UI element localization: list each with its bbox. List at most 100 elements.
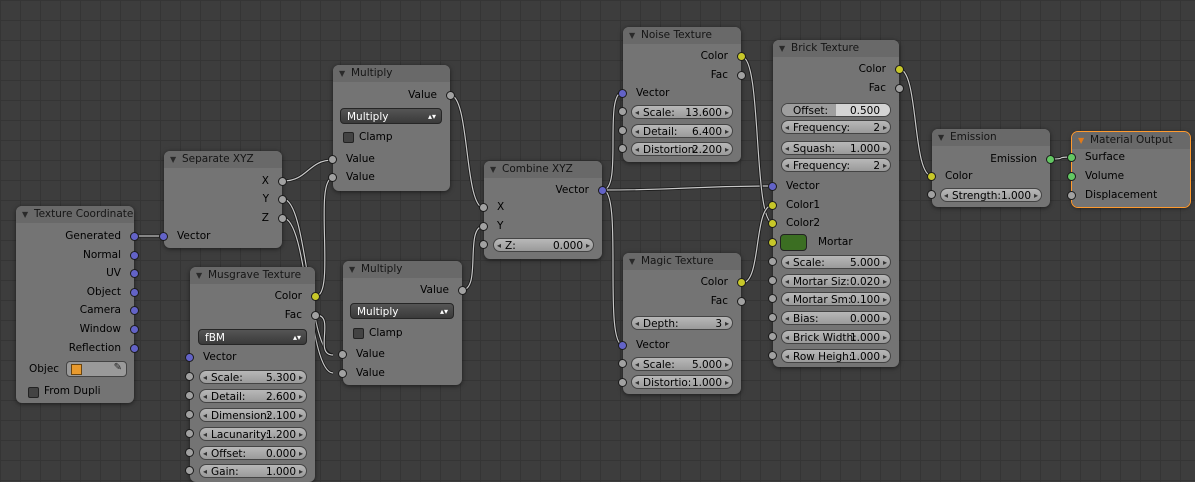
output-socket[interactable] [130, 306, 139, 315]
arrow-right-icon[interactable]: ▸ [298, 467, 303, 476]
row-height-field[interactable]: ◂Row Heigh:1.000▸ [781, 349, 891, 363]
mortar-size-field[interactable]: ◂Mortar Siz:0.020▸ [781, 274, 891, 288]
output-socket[interactable] [446, 91, 455, 100]
arrow-left-icon[interactable]: ◂ [785, 258, 790, 267]
distortion-field[interactable]: ◂Distortion:2.200▸ [631, 142, 733, 156]
input-socket[interactable] [618, 89, 627, 98]
collapse-icon[interactable]: ▼ [938, 133, 945, 142]
input-socket[interactable] [479, 222, 488, 231]
input-socket[interactable] [185, 391, 194, 400]
musgrave-type-dropdown[interactable]: fBM▴▾ [198, 329, 307, 345]
input-socket[interactable] [618, 341, 627, 350]
eyedropper-icon[interactable]: ✎ [113, 362, 122, 373]
combine-xyz-node[interactable]: ▼Combine XYZ Vector X Y ◂Z:0.000▸ [479, 161, 607, 259]
output-socket[interactable] [1046, 155, 1055, 164]
texture-coordinate-node[interactable]: ▼Texture Coordinate Generated Normal UV … [16, 206, 139, 403]
operation-dropdown[interactable]: Multiply▴▾ [350, 303, 454, 319]
output-socket[interactable] [130, 344, 139, 353]
node-header[interactable]: ▼Texture Coordinate [16, 206, 134, 223]
arrow-left-icon[interactable]: ◂ [635, 127, 640, 136]
input-socket[interactable] [768, 238, 777, 247]
input-socket[interactable] [618, 144, 627, 153]
output-socket[interactable] [311, 292, 320, 301]
output-socket[interactable] [598, 186, 607, 195]
collapse-icon[interactable]: ▼ [629, 257, 636, 266]
collapse-icon[interactable]: ▼ [629, 31, 636, 40]
output-socket[interactable] [278, 214, 287, 223]
node-header[interactable]: ▼Material Output [1072, 132, 1190, 149]
output-socket[interactable] [130, 232, 139, 241]
output-socket[interactable] [311, 311, 320, 320]
input-socket[interactable] [768, 294, 777, 303]
input-socket[interactable] [159, 232, 168, 241]
offset-field[interactable]: ◂Offset:0.000▸ [199, 446, 307, 460]
input-socket[interactable] [1067, 191, 1076, 200]
node-header[interactable]: ▼Multiply [333, 65, 450, 82]
clamp-checkbox[interactable] [353, 328, 364, 339]
arrow-right-icon[interactable]: ▸ [882, 123, 887, 132]
input-socket[interactable] [338, 369, 347, 378]
arrow-left-icon[interactable]: ◂ [203, 392, 208, 401]
magic-texture-node[interactable]: ▼Magic Texture Color Fac ◂Depth:3▸ Vecto… [618, 253, 746, 394]
input-socket[interactable] [185, 466, 194, 475]
output-socket[interactable] [130, 251, 139, 260]
collapse-icon[interactable]: ▼ [779, 44, 786, 53]
arrow-right-icon[interactable]: ▸ [882, 258, 887, 267]
input-socket[interactable] [328, 173, 337, 182]
gain-field[interactable]: ◂Gain:1.000▸ [199, 464, 307, 478]
input-socket[interactable] [1067, 153, 1076, 162]
input-socket[interactable] [1067, 172, 1076, 181]
node-header[interactable]: ▼Noise Texture [623, 27, 741, 44]
node-header[interactable]: ▼Musgrave Texture [190, 267, 315, 284]
arrow-left-icon[interactable]: ◂ [203, 411, 208, 420]
arrow-left-icon[interactable]: ◂ [635, 319, 640, 328]
arrow-left-icon[interactable]: ◂ [785, 333, 790, 342]
node-header[interactable]: ▼Separate XYZ [164, 151, 282, 168]
arrow-left-icon[interactable]: ◂ [635, 108, 640, 117]
arrow-right-icon[interactable]: ▸ [724, 360, 729, 369]
strength-field[interactable]: ◂Strength:1.000▸ [940, 188, 1042, 202]
arrow-left-icon[interactable]: ◂ [497, 241, 502, 250]
input-socket[interactable] [768, 201, 777, 210]
output-socket[interactable] [895, 84, 904, 93]
arrow-right-icon[interactable]: ▸ [298, 449, 303, 458]
input-socket[interactable] [768, 219, 777, 228]
output-socket[interactable] [278, 195, 287, 204]
collapse-icon[interactable]: ▼ [339, 69, 346, 78]
collapse-icon[interactable]: ▼ [349, 265, 356, 274]
arrow-right-icon[interactable]: ▸ [882, 144, 887, 153]
mortar-smooth-field[interactable]: ◂Mortar Sm:0.100▸ [781, 292, 891, 306]
multiply-node-1[interactable]: ▼Multiply Value Multiply▴▾ Clamp Value V… [328, 65, 455, 191]
arrow-right-icon[interactable]: ▸ [298, 430, 303, 439]
separate-xyz-node[interactable]: ▼Separate XYZ X Y Z Vector [159, 151, 287, 248]
brick-texture-node[interactable]: ▼Brick Texture Color Fac Offset:0.500 ◂F… [768, 40, 904, 367]
dimension-field[interactable]: ◂Dimension:2.100▸ [199, 408, 307, 422]
output-socket[interactable] [458, 286, 467, 295]
input-socket[interactable] [185, 429, 194, 438]
output-socket[interactable] [737, 52, 746, 61]
output-socket[interactable] [278, 177, 287, 186]
scale-field[interactable]: ◂Scale:13.600▸ [631, 105, 733, 119]
arrow-left-icon[interactable]: ◂ [203, 430, 208, 439]
arrow-right-icon[interactable]: ▸ [724, 108, 729, 117]
node-header[interactable]: ▼Combine XYZ [484, 161, 602, 178]
node-header[interactable]: ▼Emission [932, 129, 1050, 146]
arrow-right-icon[interactable]: ▸ [1033, 191, 1038, 200]
scale-field[interactable]: ◂Scale:5.300▸ [199, 370, 307, 384]
input-socket[interactable] [618, 378, 627, 387]
emission-node[interactable]: ▼Emission Emission Color ◂Strength:1.000… [927, 129, 1055, 207]
bias-field[interactable]: ◂Bias:0.000▸ [781, 311, 891, 325]
arrow-left-icon[interactable]: ◂ [785, 144, 790, 153]
input-socket[interactable] [479, 203, 488, 212]
input-socket[interactable] [618, 107, 627, 116]
arrow-right-icon[interactable]: ▸ [585, 241, 590, 250]
arrow-left-icon[interactable]: ◂ [785, 123, 790, 132]
output-socket[interactable] [130, 325, 139, 334]
input-socket[interactable] [768, 276, 777, 285]
operation-dropdown[interactable]: Multiply▴▾ [340, 108, 442, 124]
collapse-icon[interactable]: ▼ [490, 165, 497, 174]
input-socket[interactable] [618, 126, 627, 135]
arrow-left-icon[interactable]: ◂ [785, 161, 790, 170]
collapse-icon[interactable]: ▼ [170, 155, 177, 164]
arrow-left-icon[interactable]: ◂ [203, 449, 208, 458]
